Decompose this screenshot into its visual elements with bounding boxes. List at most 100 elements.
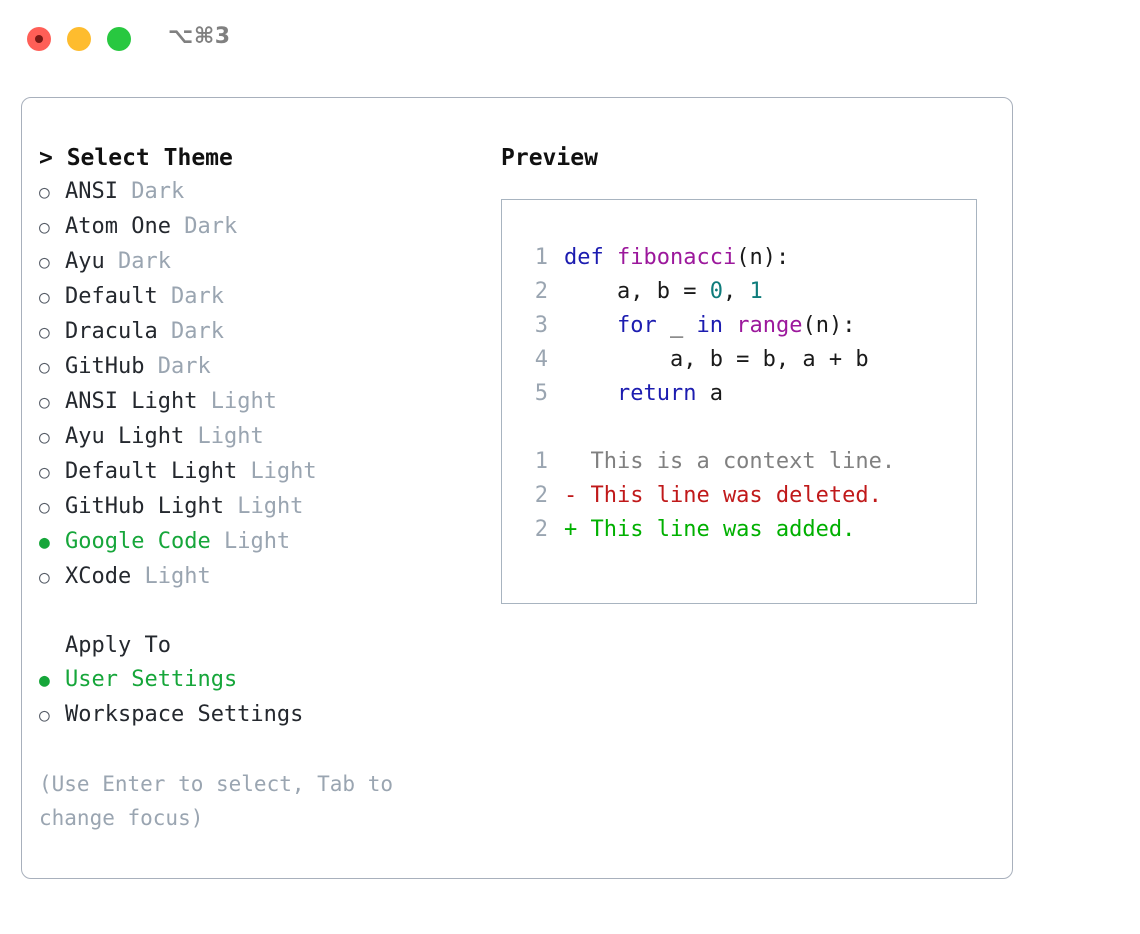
radio-unselected-icon: ○ [39,357,50,378]
radio-selected-icon: ● [39,532,50,553]
apply-to-option-user-settings[interactable]: ● User Settings [39,663,489,698]
radio-selected-icon: ● [39,670,50,691]
preview-title: Preview [501,145,598,171]
radio-unselected-icon: ○ [39,322,50,343]
code-token-fn: range [736,313,803,338]
diff-block: 1 This is a context line.2- This line wa… [502,445,976,547]
code-line-text: a, b = b, a + b [548,343,869,377]
theme-option-label: Default Light [65,459,238,484]
theme-option-dracula[interactable]: ○Dracula Dark [39,315,489,350]
title-bar: ⌥⌘3 [0,0,1140,80]
label-badge-gap [237,455,250,489]
code-line-text: def fibonacci(n): [548,241,789,275]
theme-option-ansi-light[interactable]: ○ANSI Light Light [39,385,489,420]
list-spacer [39,595,489,629]
theme-option-label: GitHub [65,354,145,379]
label-badge-gap [184,420,197,454]
code-line-text: a, b = 0, 1 [548,275,763,309]
code-line-text: return a [548,377,723,411]
code-line: 5 return a [502,377,976,411]
code-diff-spacer [502,411,976,445]
radio-unselected-icon: ○ [39,392,50,413]
theme-option-label: Ayu Light [65,424,185,449]
code-token-pl: _ [656,313,697,338]
theme-option-badge: Light [210,389,277,414]
theme-option-badge: Dark [170,284,224,309]
diff-line-text: + This line was added. [564,517,856,542]
theme-option-badge: Light [237,494,304,519]
code-line-number: 5 [534,381,548,406]
theme-option-google-code[interactable]: ●Google Code Light [39,525,489,560]
label-badge-gap [158,315,171,349]
theme-option-label: XCode [65,564,132,589]
code-token-pl: , [722,279,750,304]
close-button[interactable] [27,27,51,51]
code-line-number: 1 [534,245,548,270]
code-line: 2 a, b = 0, 1 [502,275,976,309]
theme-list-title: > Select Theme [39,145,233,171]
apply-to-option-label: Workspace Settings [65,702,304,727]
minimize-button[interactable] [67,27,91,51]
apply-to-option-workspace-settings[interactable]: ○Workspace Settings [39,698,489,733]
radio-unselected-icon: ○ [39,427,50,448]
label-badge-gap [105,245,118,279]
code-line: 3 for _ in range(n): [502,309,976,343]
label-badge-gap [224,490,237,524]
code-line-number: 3 [534,313,548,338]
theme-option-badge: Light [144,564,211,589]
content-panel: > Select Theme ○ANSI Dark○Atom One Dark○… [21,97,1013,879]
theme-option-label: Default [65,284,158,309]
diff-line-number: 2 [534,517,548,542]
hint-spacer [39,733,489,767]
theme-option-badge: Dark [118,249,171,274]
code-token-pl [564,381,617,406]
theme-option-badge: Dark [184,214,238,239]
theme-option-badge: Dark [131,179,185,204]
diff-line-number: 2 [534,483,548,508]
code-token-pl [723,313,736,338]
theme-option-github-light[interactable]: ○GitHub Light Light [39,490,489,525]
diff-line-del: 2- This line was deleted. [502,479,976,513]
code-token-num: 0 [709,279,723,304]
diff-line-ctx: 1 This is a context line. [502,445,976,479]
theme-option-ayu[interactable]: ○Ayu Dark [39,245,489,280]
theme-option-default-light[interactable]: ○Default Light Light [39,455,489,490]
radio-unselected-icon: ○ [39,567,50,588]
code-token-pl: a [696,381,723,406]
apply-to-list[interactable]: ● User Settings ○Workspace Settings [39,663,489,733]
keyboard-hint-text: (Use Enter to select, Tab to change focu… [39,772,394,830]
theme-option-ansi[interactable]: ○ANSI Dark [39,175,489,210]
theme-option-label: ANSI [65,179,118,204]
diff-line-number: 1 [534,449,548,474]
diff-line-text: This is a context line. [564,449,896,474]
code-line: 4 a, b = b, a + b [502,343,976,377]
code-line-number: 4 [534,347,548,372]
theme-option-xcode[interactable]: ○ XCode Light [39,560,489,595]
theme-list[interactable]: ○ANSI Dark○Atom One Dark○Ayu Dark○Defaul… [39,175,489,595]
code-line-text: for _ in range(n): [548,309,855,343]
theme-option-badge: Dark [157,354,211,379]
theme-option-default[interactable]: ○Default Dark [39,280,489,315]
apply-to-title: Apply To [65,633,171,658]
code-line-number: 2 [534,279,548,304]
label-badge-gap [211,525,224,559]
label-badge-gap [118,175,131,209]
maximize-button[interactable] [107,27,131,51]
theme-option-atom-one[interactable]: ○ Atom One Dark [39,210,489,245]
code-token-kw: in [696,313,723,338]
theme-option-label: Atom One [65,214,171,239]
theme-option-ayu-light[interactable]: ○Ayu Light Light [39,420,489,455]
theme-option-badge: Light [223,529,291,554]
code-token-pl: a, b = [564,279,710,304]
code-token-kw: return [616,381,697,406]
label-badge-gap [131,560,144,594]
apply-to-option-label: User Settings [65,667,238,692]
radio-unselected-icon: ○ [39,217,50,238]
theme-option-github[interactable]: ○ GitHub Dark [39,350,489,385]
radio-unselected-icon: ○ [39,497,50,518]
theme-option-badge: Light [250,459,317,484]
theme-option-label: Ayu [65,249,105,274]
